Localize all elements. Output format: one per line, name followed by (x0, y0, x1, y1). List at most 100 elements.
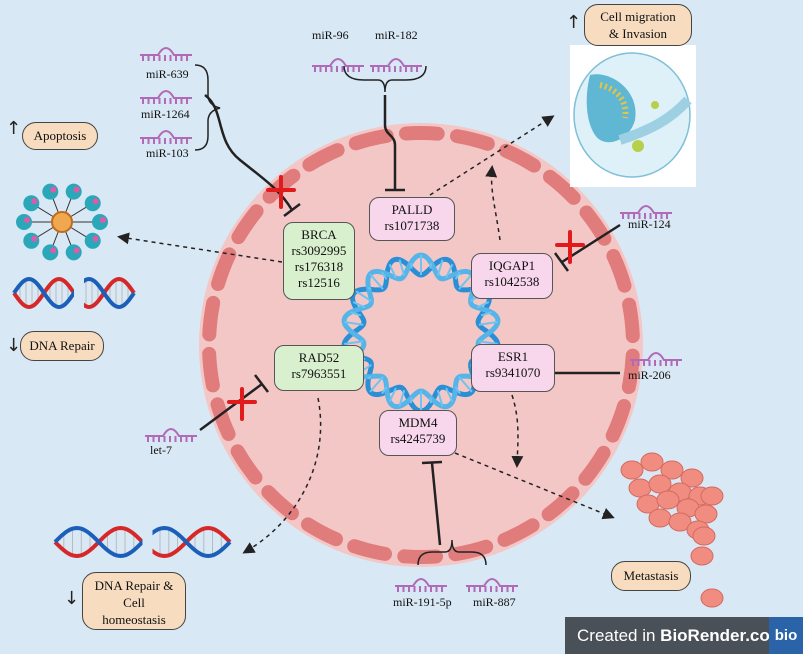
gene-esr1[interactable]: ESR1 rs9341070 (471, 344, 555, 392)
dna-rung (429, 262, 433, 269)
apoptosis-cell-icon (16, 183, 108, 261)
membrane-segment (302, 143, 345, 172)
mirna-label: miR-124 (628, 217, 671, 231)
gene-rad52[interactable]: RAD52 rs7963551 (274, 345, 364, 391)
tumor-cell (620, 460, 644, 480)
phenotype-apoptosis: Apoptosis (22, 122, 98, 150)
gene-brca-name: BRCA (301, 227, 337, 242)
dna-rung (352, 301, 366, 309)
membrane-segment (210, 397, 236, 441)
membrane-segment (579, 205, 612, 246)
dna-rung (454, 386, 461, 395)
membrane-segment (348, 128, 394, 151)
membrane-segment (448, 539, 494, 562)
bio-logo-icon: bio (769, 617, 803, 654)
membrane-segment (230, 444, 263, 485)
inhibit-bar-mdm4 (421, 460, 443, 465)
brand-name: BioRender.com (660, 626, 785, 645)
dna-rung (344, 340, 364, 345)
inhibit-line-rad52 (199, 382, 263, 432)
mirna-label: let-7 (150, 443, 172, 457)
gene-rad52-name: RAD52 (298, 350, 340, 365)
dna-rung (355, 290, 372, 303)
tumor-cell (656, 490, 680, 510)
gene-brca-snp: rs12516 (298, 275, 340, 290)
tumor-cell (680, 468, 704, 488)
tumor-cell (628, 478, 652, 498)
dna-rung (480, 311, 492, 317)
phenotype-metastasis: Metastasis (611, 561, 691, 591)
biorender-badge[interactable]: Created in BioRender.com bio (565, 617, 803, 654)
mirna-label: miR-191-5p (393, 595, 452, 609)
dna-rung (398, 389, 406, 407)
arrow-rad52-homeostasis (242, 397, 322, 554)
brace-mir191-mir887 (417, 539, 487, 566)
membrane-segment (621, 348, 640, 395)
dna-rung (478, 321, 498, 326)
gene-brca-snp: rs176318 (294, 259, 344, 274)
gene-palld-name: PALLD (391, 202, 433, 217)
tumor-cell (648, 474, 672, 494)
gene-mdm4[interactable]: MDM4 rs4245739 (379, 410, 457, 456)
dna-helix-icon (12, 273, 136, 313)
dna-rung (381, 271, 388, 280)
brace-mir639-mir103 (194, 64, 221, 151)
cell-migration-image (570, 45, 696, 187)
red-cross-icon (227, 387, 257, 421)
mirna-hairpin-icon (140, 130, 192, 144)
mirna-label: miR-639 (146, 67, 189, 81)
membrane-segment (261, 485, 299, 521)
tumor-cell (700, 588, 724, 608)
dna-rung (445, 263, 454, 279)
red-cross-icon (266, 175, 296, 209)
dna-rung (445, 387, 454, 403)
gene-palld[interactable]: PALLD rs1071738 (369, 197, 455, 241)
tumor-cell (700, 486, 724, 506)
membrane-segment (622, 297, 640, 344)
membrane-segment (605, 399, 631, 443)
mirna-label: miR-96 (312, 28, 349, 42)
gene-iqgap1[interactable]: IQGAP1 rs1042538 (471, 253, 553, 299)
inhibit-line-mdm4 (430, 462, 442, 546)
mirna-hairpin-icon (370, 58, 422, 72)
arrow-iqgap1-migration (485, 165, 501, 241)
phenotype-homeostasis-line1: DNA Repair & (94, 578, 174, 593)
inhibit-bar-iqgap1 (553, 252, 570, 272)
dna-rung (369, 376, 384, 393)
gene-brca-snp: rs3092995 (291, 243, 347, 258)
dna-rung (381, 386, 388, 395)
brand-prefix: Created in (577, 626, 661, 645)
red-cross-icon (555, 230, 585, 264)
mirna-label: miR-206 (628, 368, 671, 382)
tumor-cell (648, 508, 672, 528)
arrow-esr1-metastasis (511, 394, 524, 468)
membrane-segment (211, 247, 237, 291)
dna-rung (398, 259, 406, 277)
tumor-cell (692, 526, 716, 546)
mirna-label: miR-887 (473, 595, 516, 609)
tumor-cell (668, 512, 692, 532)
dna-rung (388, 263, 397, 279)
decrease-arrow-icon: ↓ (6, 335, 22, 356)
mirna-hairpin-icon (140, 90, 192, 104)
gene-rad52-snp: rs7963551 (291, 366, 347, 381)
inhibit-line-brca (204, 94, 294, 211)
tumor-cell (640, 452, 664, 472)
gene-brca[interactable]: BRCA rs3092995 rs176318 rs12516 (283, 222, 355, 300)
dna-rung (350, 311, 362, 317)
membrane-segment (541, 486, 580, 522)
dna-helix-icon (53, 522, 232, 562)
mirna-hairpin-icon (466, 578, 518, 592)
mirna-hairpin-icon (630, 352, 682, 366)
phenotype-homeostasis: DNA Repair & Cell homeostasis (82, 572, 186, 630)
inhibit-bar-brca (283, 203, 301, 217)
dna-rung (367, 375, 372, 380)
dna-rung (436, 259, 444, 277)
membrane-segment (499, 143, 541, 173)
membrane-segment (231, 204, 264, 245)
dna-rung (429, 397, 433, 404)
cell-membrane (202, 126, 640, 564)
mirna-hairpin-icon (395, 578, 447, 592)
phenotype-homeostasis-line3: homeostasis (102, 612, 166, 627)
